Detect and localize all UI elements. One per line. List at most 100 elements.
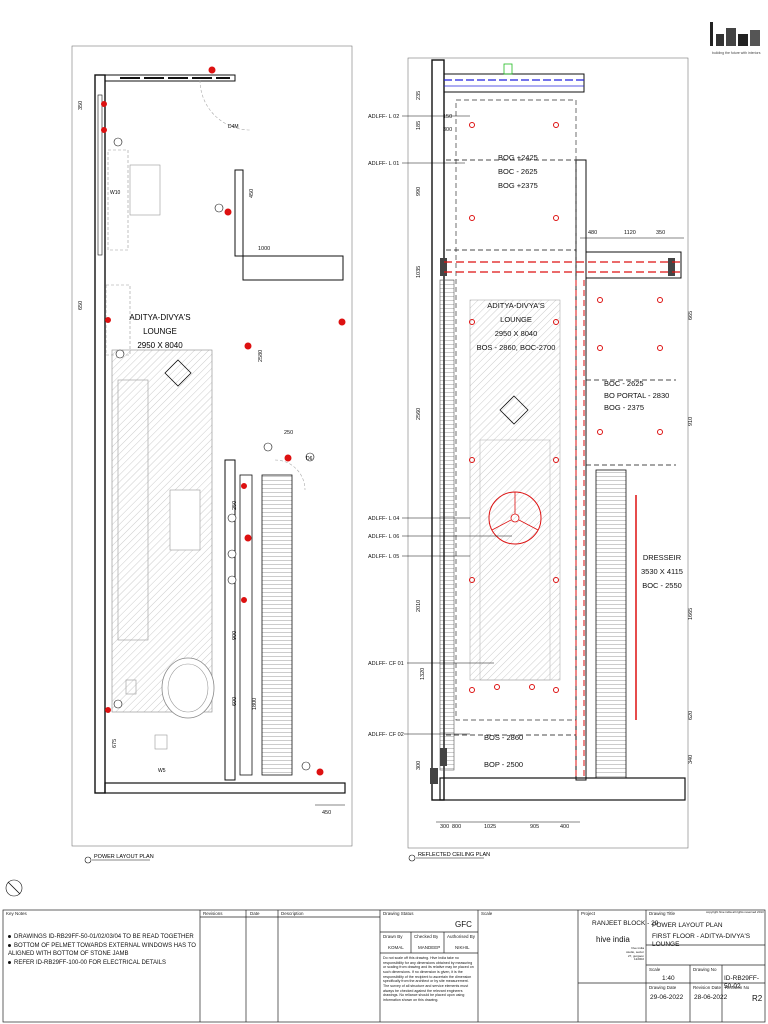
boc-mid-3: BOG - 2375: [604, 403, 644, 412]
left-plan-title: POWER LAYOUT PLAN: [94, 854, 154, 860]
dim: 2560: [416, 408, 422, 420]
scale-comment: Scale: [481, 911, 493, 916]
description-label: Description: [281, 911, 304, 916]
tag-w10: W10: [110, 190, 121, 196]
dim: 675: [112, 739, 118, 748]
checked-by-label: Checked By: [414, 934, 439, 939]
power-layout-plan: ADITYA-DIVYA'S LOUNGE 2950 X 8040 D4M W1…: [71, 45, 353, 864]
authorised-by-label: Authorised By: [447, 934, 476, 939]
dim: 350: [656, 230, 665, 236]
right-room-size: 2950 X 8040: [495, 329, 538, 338]
dim: 235: [416, 91, 422, 100]
boc-mid-1: BOC - 2625: [604, 379, 644, 388]
right-room-sub: LOUNGE: [500, 315, 532, 324]
checked-by: MANDEEP: [418, 945, 441, 950]
dim: 150: [443, 114, 452, 120]
drawing-date: 29-06-2022: [650, 994, 684, 1001]
tag-w5: W5: [158, 768, 166, 774]
dim: 600: [232, 697, 238, 706]
left-room-name: ADITYA-DIVYA'S: [129, 313, 190, 322]
title-block: Key Notes DRAWINGS ID-RB29FF-50-01/02/03…: [0, 905, 768, 1024]
date-label: Date: [250, 911, 260, 916]
authorised-by: NIKHIL: [455, 945, 470, 950]
tag-d6: D6: [306, 456, 313, 462]
drawing-status: GFC: [455, 920, 472, 929]
dim: 2580: [258, 350, 264, 362]
dim: 2010: [416, 600, 422, 612]
dim: 340: [688, 755, 694, 764]
boc-mid-2: BO PORTAL - 2830: [604, 391, 669, 400]
left-room-size: 2950 X 8040: [137, 341, 183, 350]
dim: 1320: [420, 668, 426, 680]
fixture-label: ADLFF- CF 01: [368, 661, 404, 667]
revision-no: R2: [752, 994, 763, 1003]
right-room-name: ADITYA-DIVYA'S: [487, 301, 544, 310]
scale-label: Scale: [649, 967, 661, 972]
fixture-label: ADLFF- L 04: [368, 516, 399, 522]
tag-d4m: D4M: [228, 124, 239, 130]
dim: 800: [452, 824, 461, 830]
north-arrow-icon: [5, 879, 23, 897]
boc-top-3: BOG +2375: [498, 181, 538, 190]
copyright: copyright hive india all rights reserved…: [706, 911, 764, 914]
dim: 620: [688, 711, 694, 720]
dim: 300: [440, 824, 449, 830]
logo-tagline: building the future with interiors: [712, 51, 761, 55]
drawing-no: ID-RB29FF-50-02: [724, 975, 760, 991]
revisions-label: Revisions: [203, 911, 223, 916]
project-name: RANJEET BLOCK - 29: [592, 920, 659, 927]
note-item: DRAWINGS ID-RB29FF-50-01/02/03/04 TO BE …: [8, 933, 196, 942]
drawing-title-2: FIRST FLOOR - ADITYA-DIVYA'S LOUNGE: [652, 933, 751, 949]
dim: 1120: [624, 230, 636, 236]
dim: 990: [416, 187, 422, 196]
key-notes-label: Key Notes: [6, 911, 27, 916]
drawn-by: KOMAL: [388, 945, 404, 950]
fixture-label: ADLFF- L 05: [368, 554, 399, 560]
drawing-title-1: POWER LAYOUT PLAN: [652, 922, 723, 929]
note-item: REFER ID-RB29FF-100-00 FOR ELECTRICAL DE…: [8, 959, 196, 968]
dim: 1035: [416, 266, 422, 278]
drawn-by-label: Drawn By: [383, 934, 403, 939]
dim: 300: [416, 761, 422, 770]
bos-label: BOS - 2860: [484, 733, 523, 742]
dim: 300: [443, 127, 452, 133]
company-address: hive india studio, sector 27, gurgaon 12…: [626, 947, 644, 962]
left-room-sub: LOUNGE: [143, 327, 177, 336]
drawing-date-label: Drawing Date: [649, 985, 677, 990]
dresser-name: DRESSEIR: [643, 553, 682, 562]
boc-top-2: BOC - 2625: [498, 167, 538, 176]
dim: 905: [530, 824, 539, 830]
fixture-label: ADLFF- L 02: [368, 114, 399, 120]
drawing-title-label: Drawing Title: [649, 911, 676, 916]
revision-date: 28-06-2022: [694, 994, 728, 1001]
dim: 900: [232, 631, 238, 640]
hive-logo: building the future with interiors: [710, 22, 761, 55]
dim: 480: [588, 230, 597, 236]
key-notes: DRAWINGS ID-RB29FF-50-01/02/03/04 TO BE …: [8, 933, 196, 968]
dim: 450: [249, 189, 255, 198]
drawing-no-label: Drawing No: [693, 967, 717, 972]
boc-top-1: BOG +2425: [498, 153, 538, 162]
scale-value: 1:40: [662, 975, 675, 982]
project-label: Project: [581, 911, 596, 916]
dim: 185: [416, 121, 422, 130]
fixture-label: ADLFF- L 01: [368, 161, 399, 167]
fixture-label: ADLFF- L 06: [368, 534, 399, 540]
dim: 250: [284, 430, 293, 436]
reflected-ceiling-plan: ADLFF- L 02 ADLFF- L 01 ADLFF- L 04 ADLF…: [368, 57, 694, 862]
drawing-canvas: building the future with interiors: [5, 22, 761, 897]
dim: 1025: [484, 824, 496, 830]
dim: 350: [78, 101, 84, 110]
title-block-grid: [2, 909, 766, 1023]
dim: 1800: [252, 698, 258, 710]
dim: 1665: [688, 608, 694, 620]
dim: 665: [688, 311, 694, 320]
right-plan-title: REFLECTED CEILING PLAN: [418, 852, 490, 858]
dresser-size: 3530 X 4115: [641, 567, 683, 576]
dim: 650: [78, 301, 84, 310]
dim: 400: [560, 824, 569, 830]
dim: 910: [688, 417, 694, 426]
status-label: Drawing Status: [383, 911, 414, 916]
dim: 450: [322, 810, 331, 816]
